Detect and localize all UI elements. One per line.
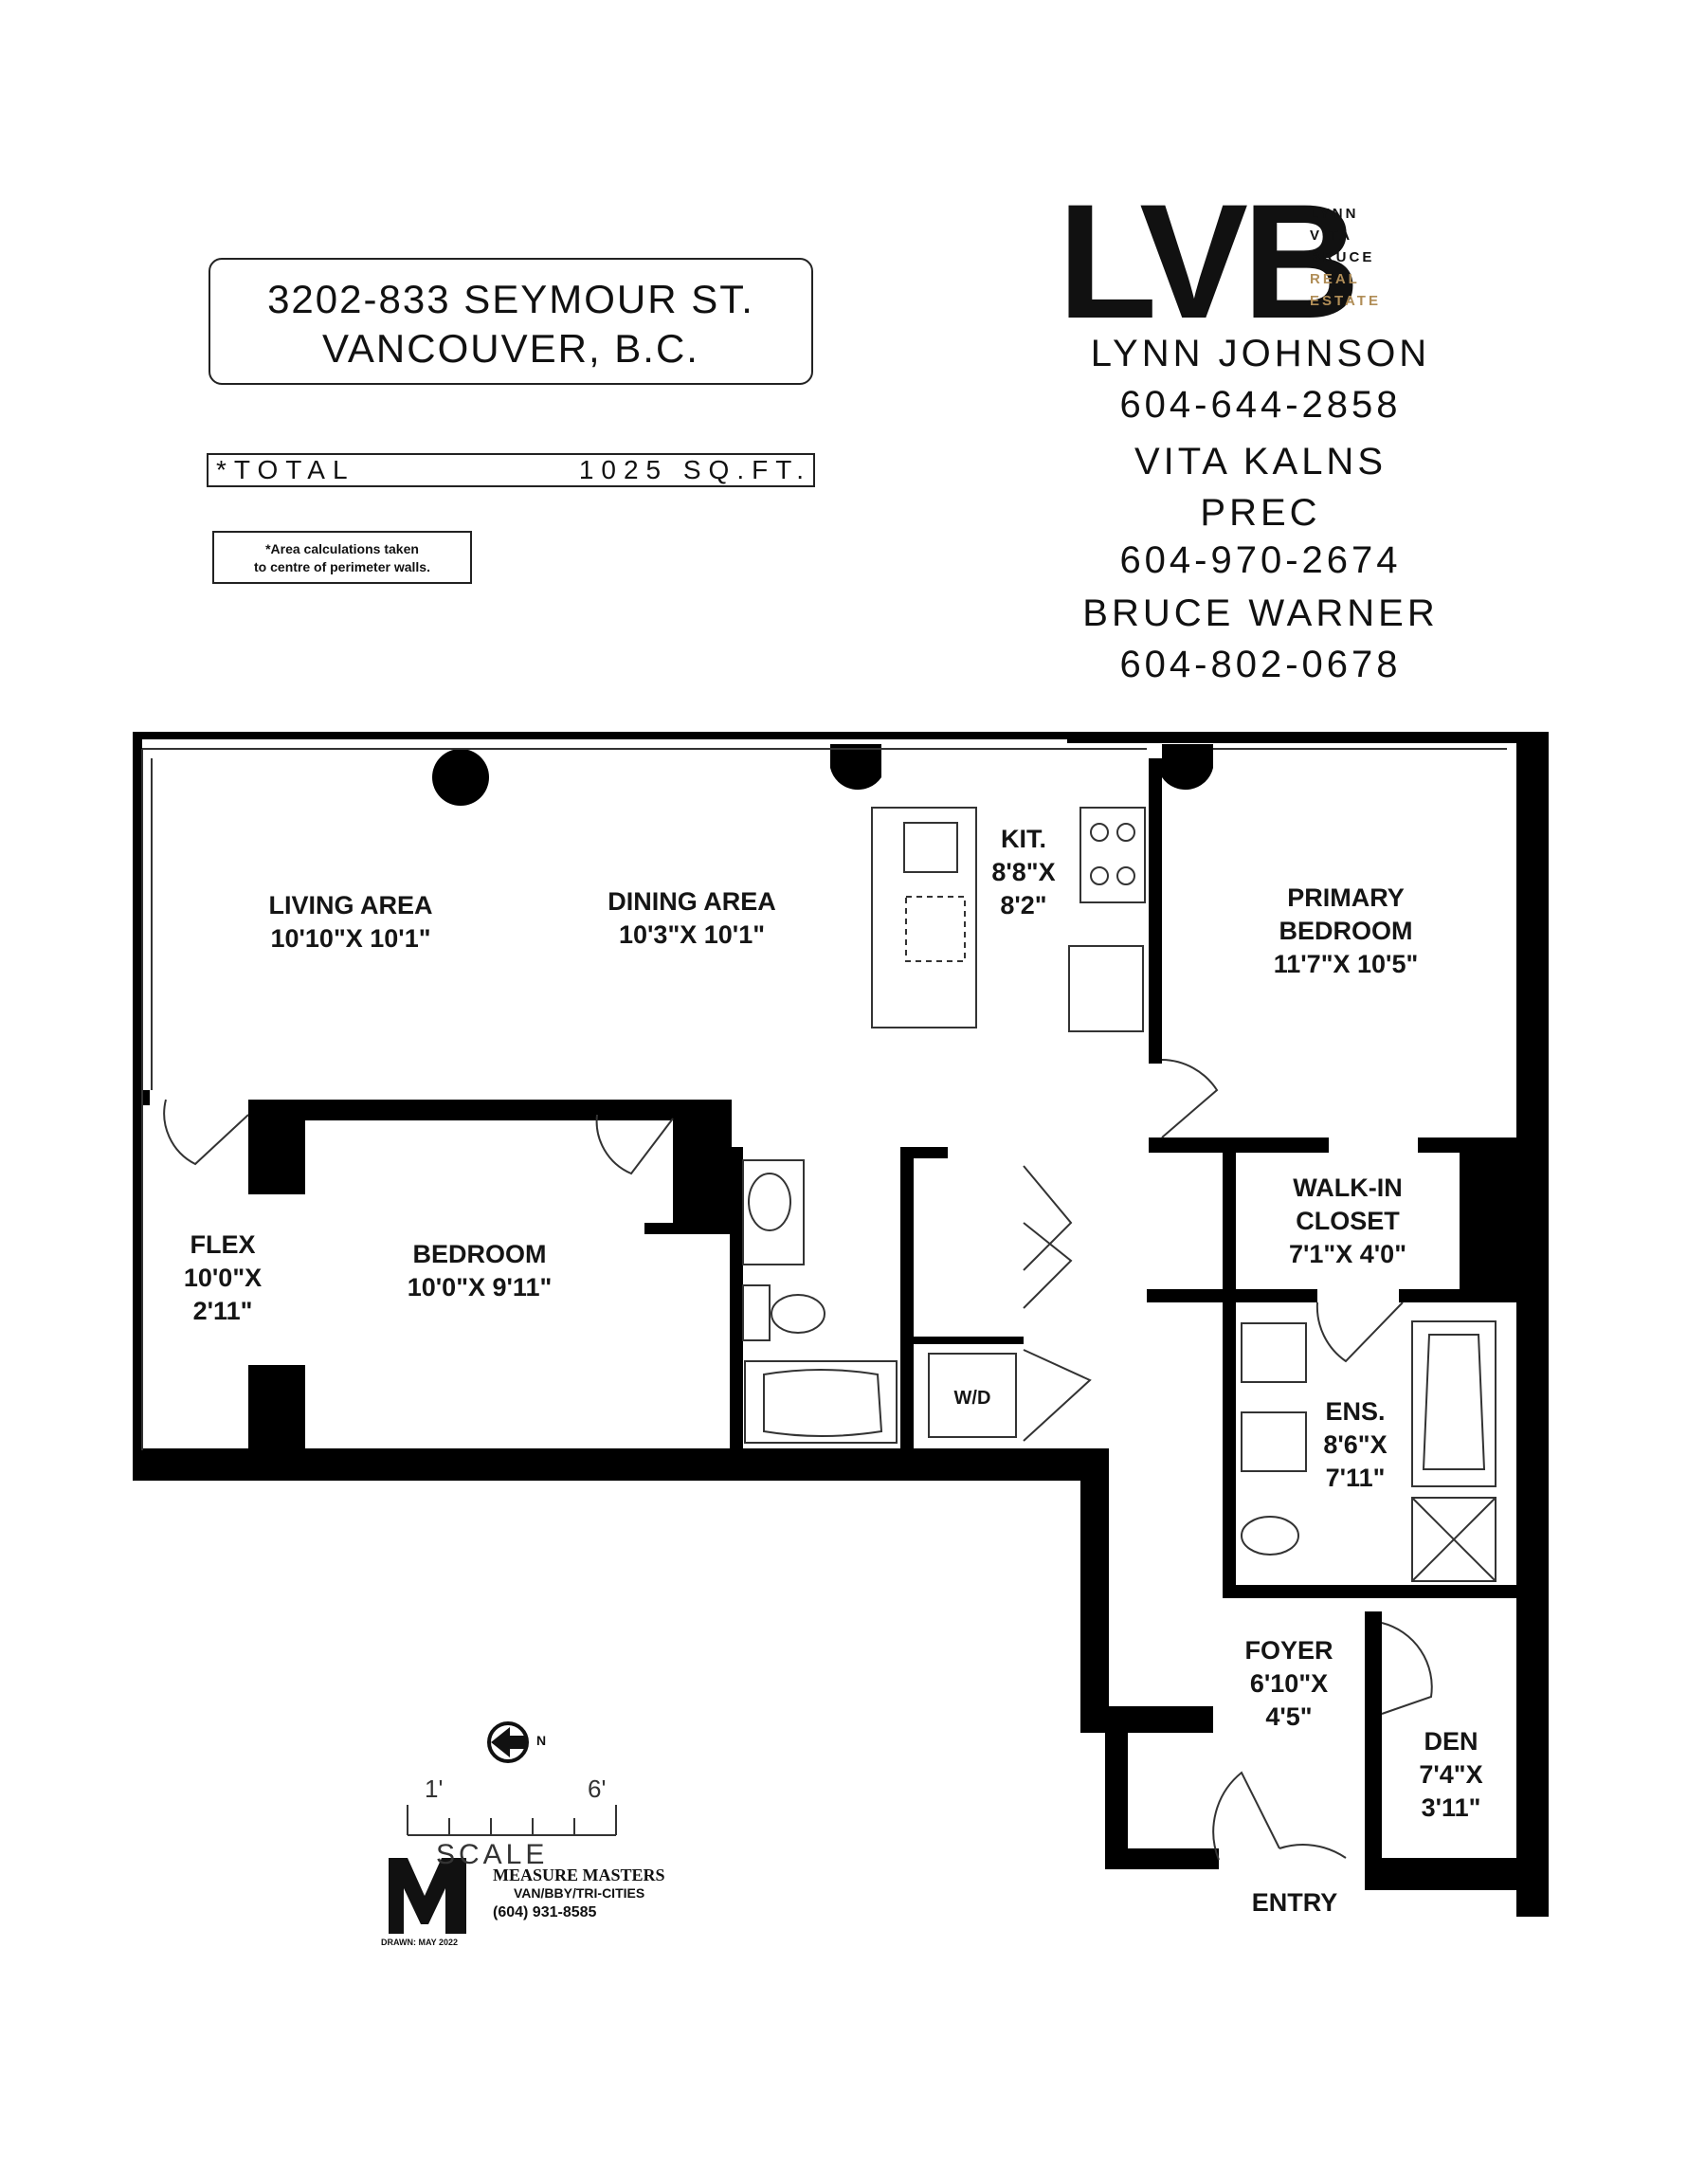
room-primary-dims: 11'7"X 10'5" bbox=[1273, 950, 1419, 978]
compass-label: N bbox=[536, 1733, 547, 1748]
room-bedroom-dims: 10'0"X 9'11" bbox=[407, 1273, 553, 1301]
contact-name-2: VITA KALNS bbox=[1134, 441, 1387, 482]
scale-end: 6' bbox=[588, 1774, 607, 1803]
column bbox=[830, 744, 881, 791]
measure-masters-phone: (604) 931-8585 bbox=[493, 1904, 597, 1920]
total-label: *TOTAL bbox=[216, 455, 355, 484]
scale-label: SCALE bbox=[436, 1839, 549, 1870]
logo-word-lynn: LYNN bbox=[1310, 206, 1359, 222]
logo-word-estate: ESTATE bbox=[1310, 293, 1381, 309]
room-walkin: WALK-IN CLOSET 7'1"X 4'0" bbox=[1262, 1172, 1433, 1271]
contact-phone-3: 604-802-0678 bbox=[1119, 644, 1402, 685]
drawn-date: DRAWN: MAY 2022 bbox=[381, 1938, 459, 1947]
address-box: 3202-833 SEYMOUR ST. VANCOUVER, B.C. bbox=[209, 258, 813, 385]
room-primary: PRIMARY BEDROOM 11'7"X 10'5" bbox=[1242, 882, 1450, 981]
contact-phone-2: 604-970-2674 bbox=[1119, 539, 1402, 581]
room-foyer-name: FOYER bbox=[1244, 1636, 1333, 1665]
room-flex-dims1: 10'0"X bbox=[183, 1264, 263, 1292]
contact-title-2: PREC bbox=[1200, 492, 1321, 534]
compass-arrow-icon bbox=[487, 1721, 529, 1763]
room-ensuite: ENS. 8'6"X 7'11" bbox=[1308, 1395, 1403, 1495]
scale-start: 1' bbox=[425, 1774, 444, 1803]
room-ensuite-dims2: 7'11" bbox=[1325, 1464, 1386, 1492]
logo-word-real: REAL bbox=[1310, 271, 1360, 287]
walls bbox=[133, 732, 1549, 1917]
room-foyer-dims2: 4'5" bbox=[1265, 1702, 1313, 1731]
total-value: 1025 SQ.FT. bbox=[578, 455, 811, 484]
measure-masters-brand: MEASURE MASTERS bbox=[493, 1866, 665, 1884]
logo-word-bruce: BRUCE bbox=[1310, 249, 1375, 265]
room-bedroom: BEDROOM 10'0"X 9'11" bbox=[375, 1238, 584, 1304]
contact-name-3: BRUCE WARNER bbox=[1082, 592, 1439, 634]
area-note-box: *Area calculations taken to centre of pe… bbox=[212, 531, 472, 584]
room-living-dims: 10'10"X 10'1" bbox=[270, 924, 431, 953]
windows bbox=[141, 748, 1507, 1450]
room-den: DEN 7'4"X 3'11" bbox=[1399, 1725, 1503, 1825]
room-washer-dryer: W/D bbox=[953, 1388, 991, 1409]
room-walkin-name1: WALK-IN bbox=[1293, 1174, 1403, 1202]
room-primary-name1: PRIMARY bbox=[1287, 883, 1405, 912]
lvb-logo-words: LYNN VITA BRUCE REAL ESTATE bbox=[1310, 203, 1381, 312]
room-primary-name2: BEDROOM bbox=[1279, 917, 1413, 945]
address-line1: 3202-833 SEYMOUR ST. bbox=[267, 277, 754, 321]
address-line2: VANCOUVER, B.C. bbox=[322, 326, 699, 371]
room-living: LIVING AREA 10'10"X 10'1" bbox=[237, 889, 464, 956]
room-den-dims2: 3'11" bbox=[1421, 1793, 1481, 1822]
total-area-box: *TOTAL 1025 SQ.FT. bbox=[207, 453, 815, 487]
room-den-name: DEN bbox=[1424, 1727, 1478, 1756]
lvb-logo: LVB bbox=[1058, 171, 1360, 353]
room-walkin-dims: 7'1"X 4'0" bbox=[1288, 1240, 1407, 1268]
room-living-name: LIVING AREA bbox=[268, 891, 433, 919]
room-kitchen-dims1: 8'8"X bbox=[991, 858, 1056, 886]
contact-phone-1: 604-644-2858 bbox=[1119, 384, 1402, 426]
area-note-line2: to centre of perimeter walls. bbox=[254, 559, 430, 574]
room-bedroom-name: BEDROOM bbox=[412, 1240, 547, 1268]
room-dining-name: DINING AREA bbox=[608, 887, 776, 916]
contact-name-1: LYNN JOHNSON bbox=[1090, 333, 1431, 374]
room-flex-name: FLEX bbox=[190, 1230, 256, 1259]
room-kitchen-dims2: 8'2" bbox=[1000, 891, 1047, 919]
room-kitchen: KIT. 8'8"X 8'2" bbox=[976, 823, 1071, 922]
room-den-dims1: 7'4"X bbox=[1419, 1760, 1483, 1789]
column bbox=[1162, 744, 1213, 791]
room-ensuite-dims1: 8'6"X bbox=[1323, 1430, 1388, 1459]
entry-label: ENTRY bbox=[1251, 1888, 1338, 1917]
column bbox=[432, 749, 489, 806]
measure-masters-info: MEASURE MASTERS VAN/BBY/TRI-CITIES (604)… bbox=[493, 1866, 665, 1921]
area-note-line1: *Area calculations taken bbox=[265, 541, 419, 556]
room-ensuite-name: ENS. bbox=[1325, 1397, 1386, 1426]
scale-bar bbox=[407, 1805, 617, 1836]
room-foyer-dims1: 6'10"X bbox=[1249, 1669, 1329, 1698]
doors bbox=[163, 1059, 1433, 1861]
room-kitchen-name: KIT. bbox=[1000, 825, 1046, 853]
room-walkin-name2: CLOSET bbox=[1296, 1207, 1400, 1235]
room-foyer: FOYER 6'10"X 4'5" bbox=[1232, 1634, 1346, 1734]
bath-fixtures bbox=[742, 1159, 1497, 1582]
room-dining: DINING AREA 10'3"X 10'1" bbox=[588, 885, 796, 952]
room-flex: FLEX 10'0"X 2'11" bbox=[171, 1228, 275, 1328]
logo-word-vita: VITA bbox=[1310, 228, 1353, 244]
measure-masters-logo bbox=[389, 1858, 466, 1934]
measure-masters-region: VAN/BBY/TRI-CITIES bbox=[514, 1885, 645, 1901]
room-flex-dims2: 2'11" bbox=[192, 1297, 253, 1325]
room-dining-dims: 10'3"X 10'1" bbox=[618, 920, 766, 949]
kitchen-fixtures bbox=[871, 807, 1146, 1032]
